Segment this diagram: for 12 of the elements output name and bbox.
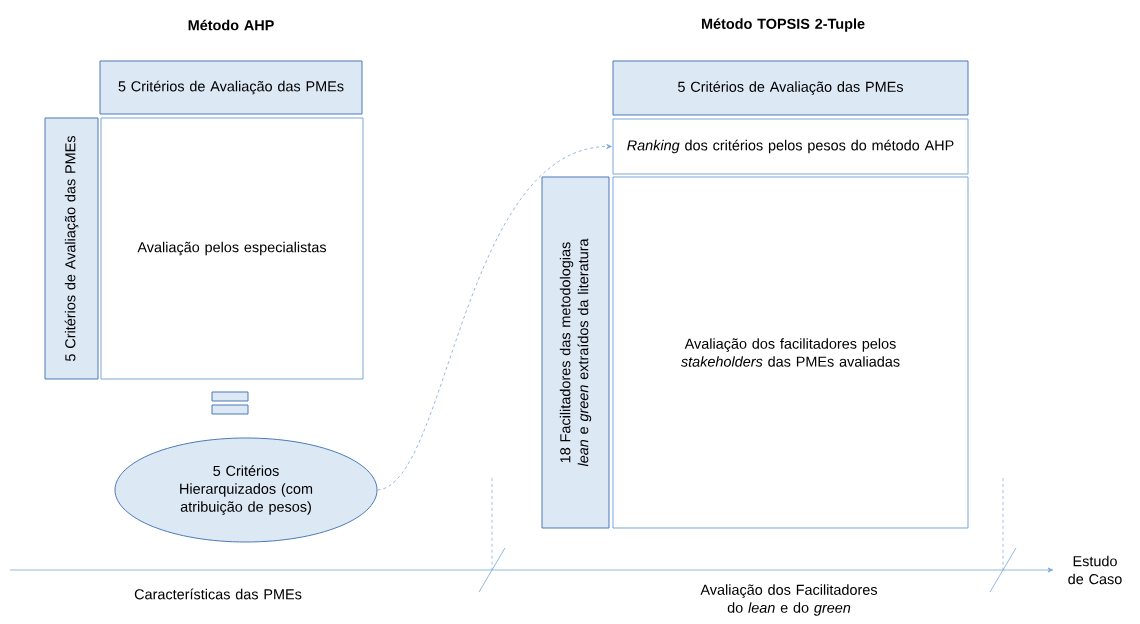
criteria-header-box: 5 Critérios de Avaliação das PMEs (612, 60, 969, 116)
column-heading: Método AHP (188, 19, 274, 31)
ranking-box: Ranking dos critérios pelos pesos do método AHP (612, 118, 969, 175)
stage-label: Estudo de Caso (1068, 555, 1122, 585)
timeline-arrow (9, 567, 1054, 573)
dashed-arrow (377, 144, 612, 491)
stage-label: Avaliação dos Facilitadores do lean e do green (700, 584, 878, 616)
criteria-side-box: 5 Critérios de Avaliação das PMEs (44, 117, 99, 380)
evaluation-box: Avaliação pelos especialistas (100, 117, 364, 380)
criteria-header-box: 5 Critérios de Avaliação das PMEs (99, 60, 363, 115)
column-heading: Método TOPSIS 2-Tuple (701, 18, 865, 32)
stage-label: Características das PMEs (134, 588, 302, 600)
